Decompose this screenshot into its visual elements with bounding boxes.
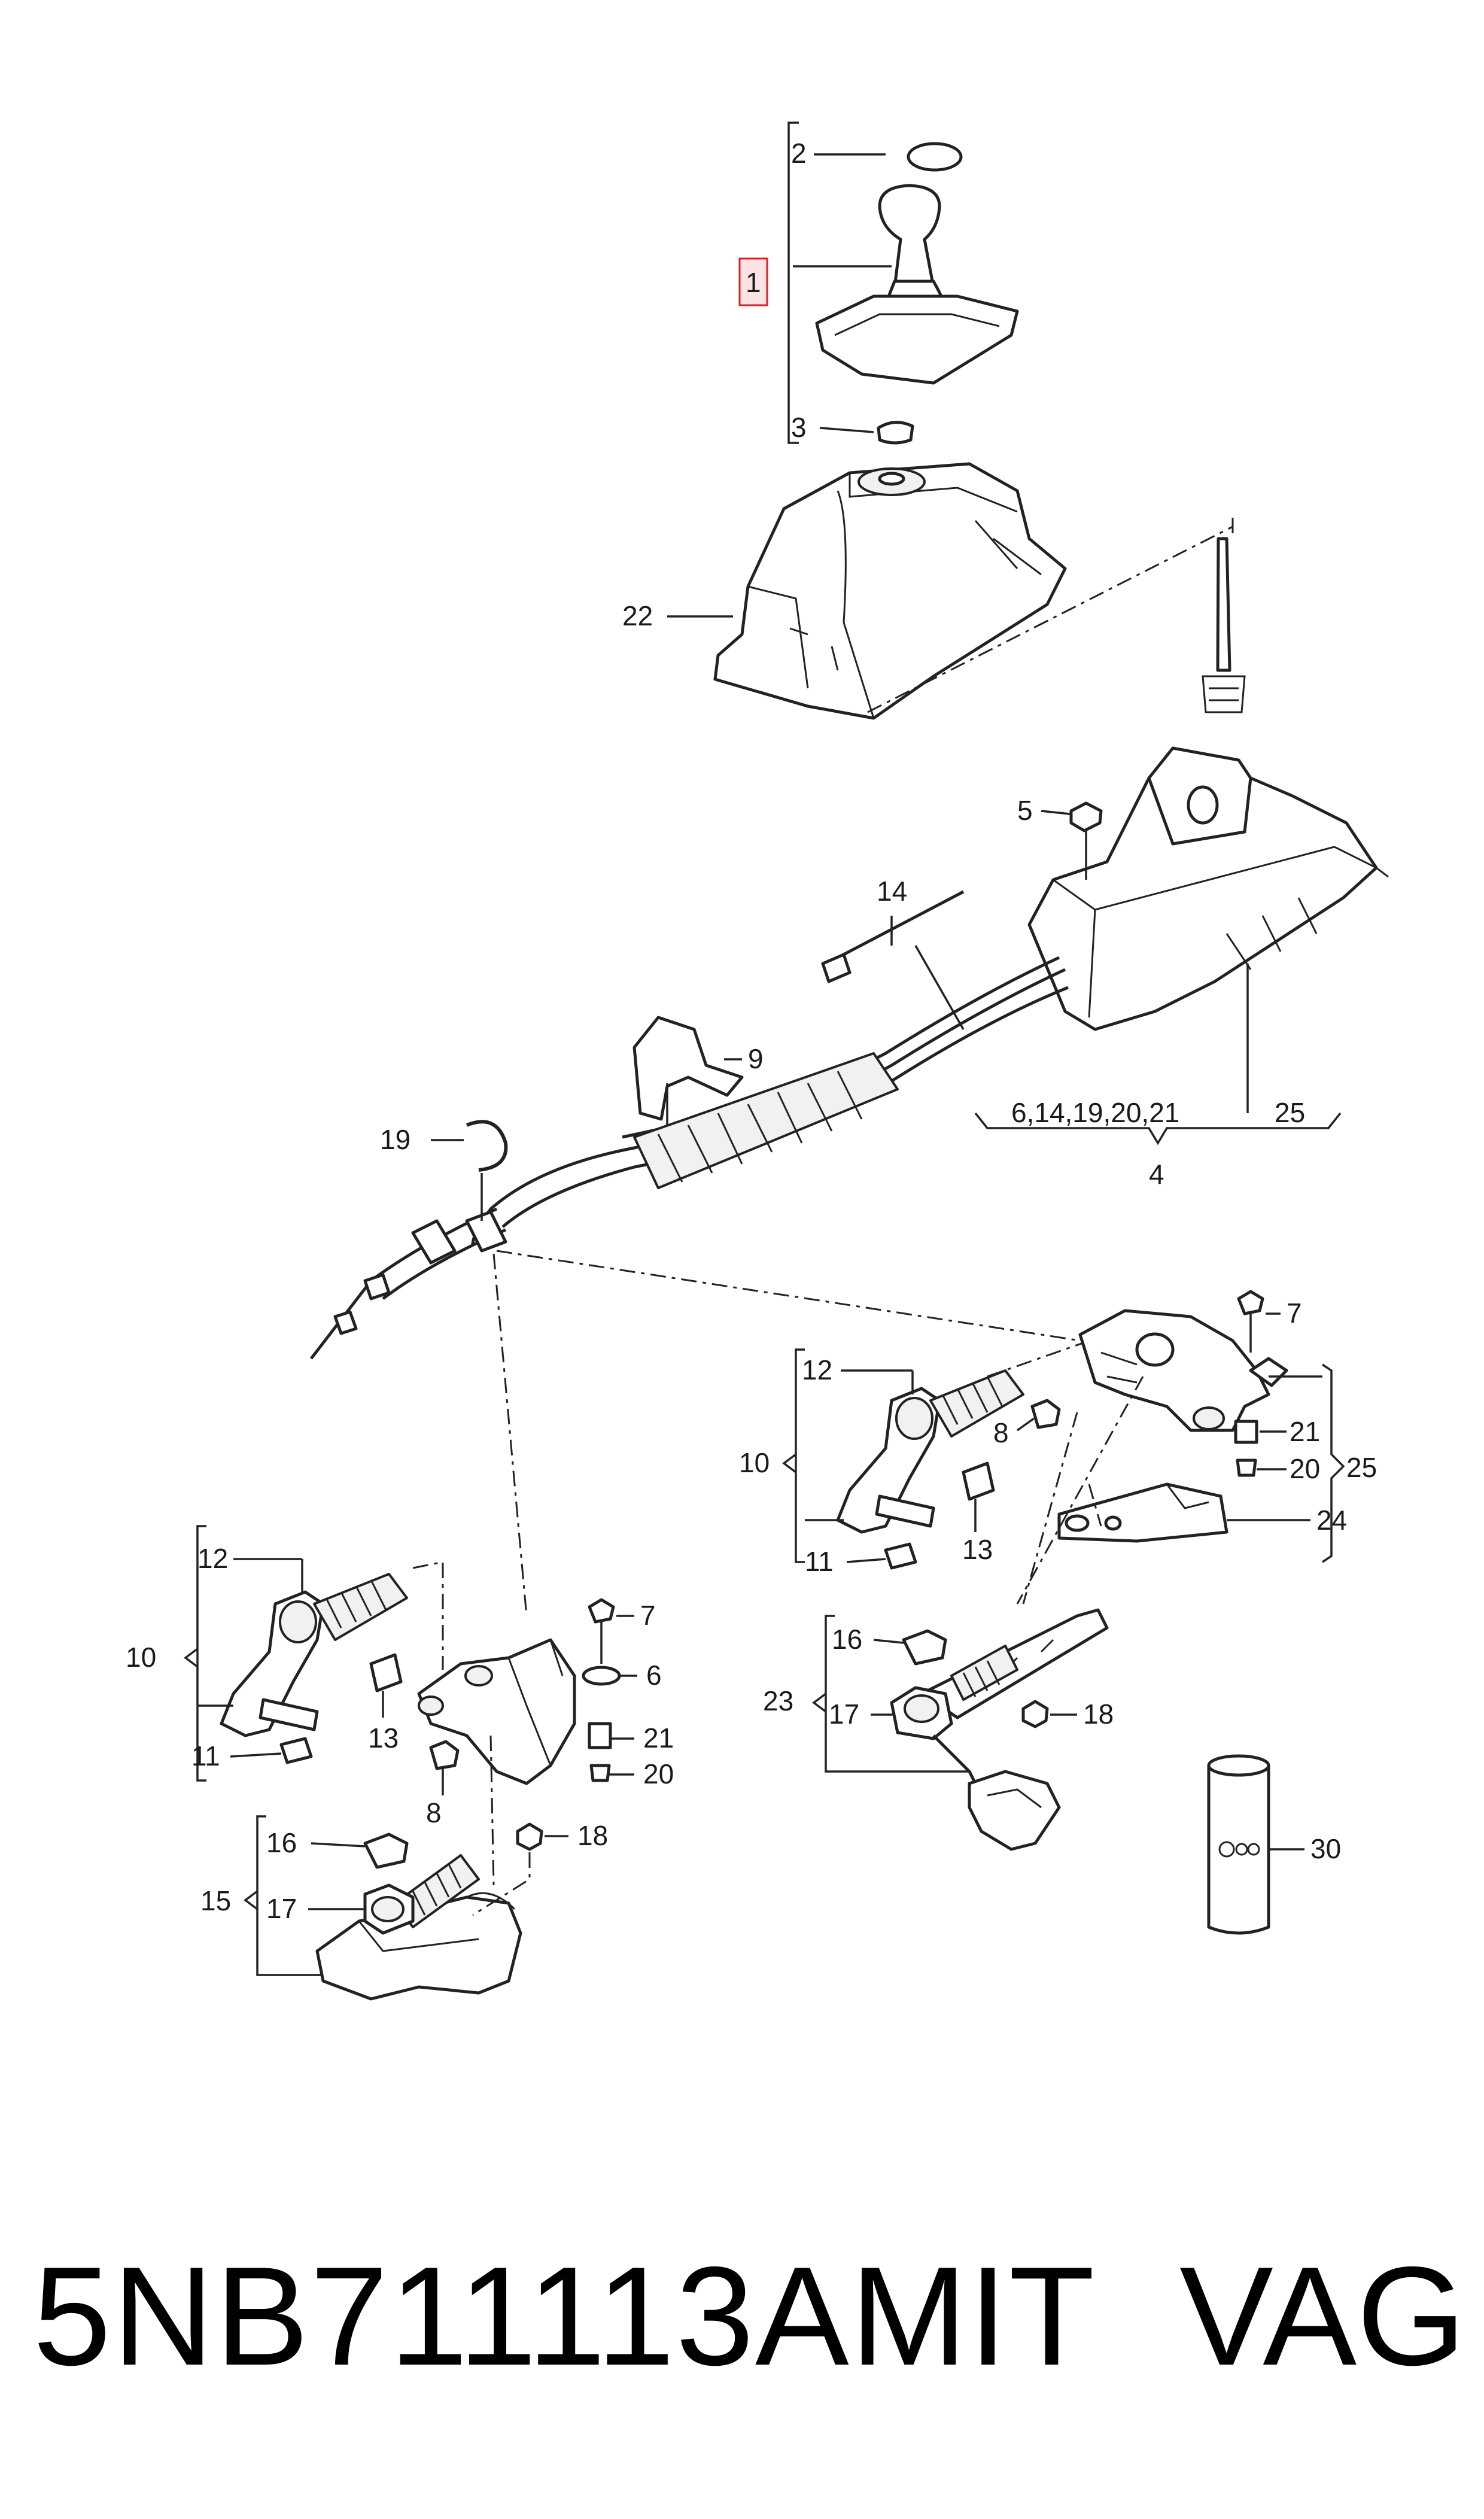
lever-23-foot bbox=[968, 1770, 1061, 1851]
label-9: 9 bbox=[748, 1043, 764, 1074]
lever-24 bbox=[1057, 1482, 1228, 1543]
label-14: 14 bbox=[877, 876, 907, 907]
label-12-right: 12 bbox=[802, 1354, 832, 1385]
boot-frame bbox=[815, 294, 1019, 385]
cable-tie bbox=[837, 890, 965, 959]
label-3: 3 bbox=[791, 412, 807, 443]
left-selector-assembly bbox=[220, 1561, 621, 2001]
bush-20-right bbox=[1236, 1458, 1257, 1477]
bolt-7-right bbox=[1237, 1290, 1264, 1315]
bush-21-left bbox=[588, 1722, 612, 1749]
washer-6 bbox=[582, 1666, 621, 1686]
label-11-right: 11 bbox=[805, 1546, 834, 1577]
alignment-line-housing bbox=[867, 525, 1233, 713]
bearing-11-left bbox=[279, 1737, 313, 1764]
nut-8-right bbox=[1030, 1399, 1061, 1429]
label-19: 19 bbox=[380, 1124, 410, 1155]
shift-lever-rod bbox=[1216, 537, 1231, 672]
label-17-left: 17 bbox=[266, 1893, 297, 1924]
label-2: 2 bbox=[791, 138, 807, 169]
highlight-box-1 bbox=[738, 257, 768, 306]
label-10-right: 10 bbox=[739, 1447, 770, 1478]
bush-16-left bbox=[363, 1833, 409, 1869]
label-25-right: 25 bbox=[1346, 1452, 1377, 1483]
bush-16-right bbox=[902, 1629, 947, 1666]
clip-13-right bbox=[962, 1461, 995, 1501]
label-8-right: 8 bbox=[993, 1417, 1009, 1448]
label-21-right: 21 bbox=[1290, 1416, 1320, 1447]
label-11-left: 11 bbox=[191, 1740, 220, 1771]
bolt-7-left bbox=[588, 1598, 615, 1624]
label-22: 22 bbox=[622, 600, 653, 631]
retaining-clip-19 bbox=[466, 1120, 508, 1172]
gear-knob bbox=[878, 184, 941, 289]
nut-5 bbox=[1069, 801, 1103, 832]
label-1: 1 bbox=[746, 267, 761, 298]
nut-8-left bbox=[429, 1740, 460, 1770]
brand-name: VAG bbox=[1179, 2237, 1466, 2395]
part-number: 5NB711113AMIT bbox=[33, 2237, 1096, 2395]
label-16-left: 16 bbox=[266, 1827, 297, 1858]
gear-knob-assembly bbox=[713, 121, 1067, 720]
nut-18-left bbox=[516, 1822, 543, 1851]
cable-end-sleeve bbox=[411, 1219, 457, 1265]
label-7-left: 7 bbox=[640, 1600, 656, 1631]
label-13-right: 13 bbox=[962, 1534, 993, 1565]
shift-lever-assembly bbox=[310, 537, 1389, 1360]
label-group-6-14-19-20-21: 6,14,19,20,21 bbox=[1011, 1097, 1179, 1128]
label-20-left: 20 bbox=[643, 1758, 674, 1789]
label-18-right: 18 bbox=[1083, 1698, 1114, 1730]
label-20-right: 20 bbox=[1290, 1453, 1320, 1484]
label-24: 24 bbox=[1316, 1505, 1347, 1536]
label-4: 4 bbox=[1149, 1159, 1164, 1190]
label-15: 15 bbox=[200, 1885, 231, 1916]
label-10-left: 10 bbox=[126, 1642, 156, 1673]
knob-cap bbox=[907, 142, 963, 172]
right-selector-assembly bbox=[836, 1290, 1288, 1935]
label-25-top: 25 bbox=[1275, 1097, 1305, 1128]
selector-bracket-6 bbox=[417, 1638, 576, 1785]
bush-20-left bbox=[589, 1764, 611, 1782]
label-16-right: 16 bbox=[832, 1624, 862, 1655]
label-30: 30 bbox=[1310, 1833, 1341, 1864]
grease-tube-30 bbox=[1207, 1764, 1270, 1935]
footer: 5NB711113AMIT VAG bbox=[0, 2238, 1484, 2394]
label-7-right: 7 bbox=[1287, 1298, 1302, 1329]
shifter-base bbox=[1027, 770, 1378, 1031]
boot-clip bbox=[877, 421, 914, 445]
label-18-left: 18 bbox=[577, 1820, 608, 1851]
callout-labels: 1 2 3 22 5 14 9 19 6,14,19,20,21 25 4 12… bbox=[126, 138, 1377, 1924]
nut-18-right bbox=[1021, 1700, 1049, 1728]
clip-13-left bbox=[369, 1653, 403, 1692]
bush-21-right bbox=[1234, 1420, 1258, 1444]
cable-sleeve bbox=[633, 1052, 899, 1189]
label-23: 23 bbox=[763, 1685, 793, 1716]
bearing-11-right bbox=[884, 1542, 917, 1570]
label-5: 5 bbox=[1017, 795, 1033, 826]
label-6: 6 bbox=[646, 1660, 662, 1691]
leader-lines bbox=[184, 153, 1345, 1976]
alignment-line-center bbox=[492, 1253, 528, 1616]
cable-clip-9 bbox=[632, 1016, 744, 1121]
label-8-left: 8 bbox=[426, 1797, 442, 1828]
label-17-right: 17 bbox=[829, 1698, 859, 1730]
label-12-left: 12 bbox=[197, 1543, 228, 1574]
label-13-left: 13 bbox=[368, 1722, 399, 1754]
alignment-line-right bbox=[496, 1250, 1081, 1342]
label-21-left: 21 bbox=[643, 1722, 674, 1754]
selector-housing bbox=[1078, 1309, 1270, 1432]
